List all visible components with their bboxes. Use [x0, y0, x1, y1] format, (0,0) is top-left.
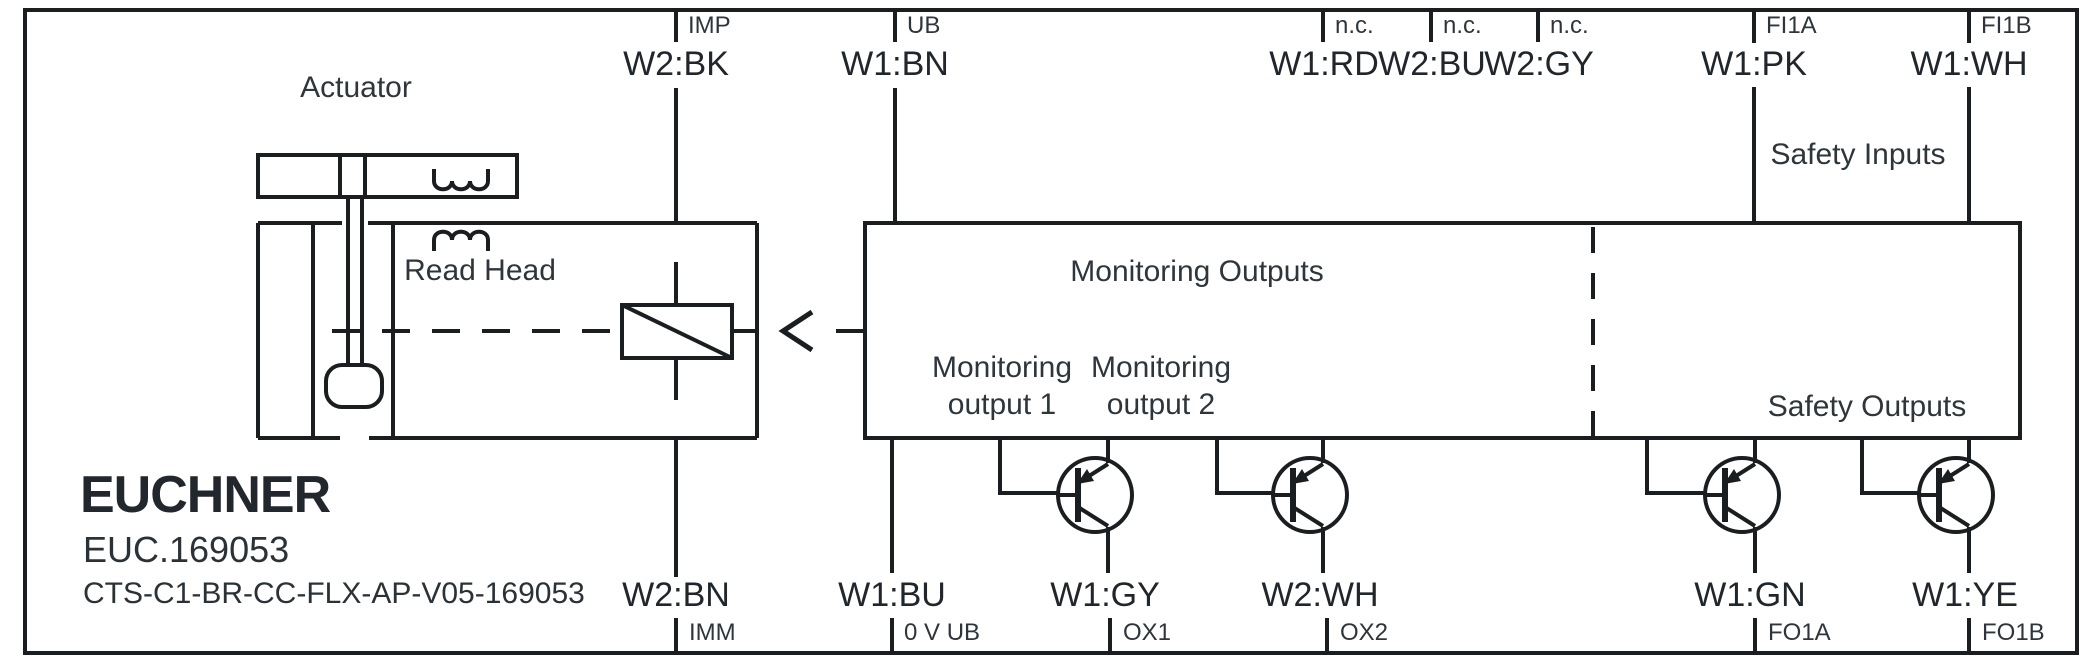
monitoring-output-1-line1: Monitoring	[931, 351, 1073, 384]
read-head-label: Read Head	[404, 254, 556, 287]
wire-label-w1bn: W1:BN	[841, 45, 949, 83]
read-head-coil-icon	[432, 229, 490, 251]
wire-label-w2bu: W2:BU	[1378, 45, 1486, 83]
monitoring-output-1-line2: output 1	[947, 388, 1057, 421]
pin-label-ox2: OX2	[1340, 619, 1389, 646]
pin-label-imm: IMM	[689, 619, 736, 646]
wire-label-w1wh: W1:WH	[1910, 45, 2028, 83]
pin-label-ub: UB	[907, 12, 941, 39]
pin-label-fi1a: FI1A	[1766, 12, 1817, 39]
wire-label-w1rd: W1:RD	[1269, 45, 1379, 83]
monitoring-output-2-line1: Monitoring	[1090, 351, 1232, 384]
monitoring-output-2-label: Monitoring output 2	[1091, 349, 1231, 423]
top-terminal-stubs	[674, 8, 1971, 43]
wire-label-w2bn: W2:BN	[622, 576, 730, 614]
pin-label-nc-3: n.c.	[1550, 12, 1589, 39]
transistor-icon-ox1	[1058, 458, 1132, 532]
safety-inputs-label: Safety Inputs	[1770, 138, 1946, 171]
order-code-label: EUC.169053	[83, 529, 290, 570]
control-box	[863, 221, 2022, 440]
monitoring-output-1-label: Monitoring output 1	[932, 349, 1072, 423]
transistor-icon-ox2	[1273, 458, 1347, 532]
pin-label-nc-1: n.c.	[1335, 12, 1374, 39]
transistor-icon-fo1b	[1919, 458, 1993, 532]
wire-label-w1pk: W1:PK	[1701, 45, 1807, 83]
pin-label-fo1a: FO1A	[1768, 619, 1831, 646]
wire-label-w1gn: W1:GN	[1694, 576, 1806, 614]
top-wires	[674, 87, 1971, 223]
type-code-label: CTS-C1-BR-CC-FLX-AP-V05-169053	[83, 577, 585, 610]
wire-label-w2bk: W2:BK	[623, 45, 729, 83]
transistor-icon-fo1a	[1705, 458, 1779, 532]
brand-logo: EUCHNER	[80, 466, 331, 524]
diagram-border	[23, 8, 2079, 655]
bottom-terminal-stubs	[674, 618, 1971, 653]
wire-label-w1bu: W1:BU	[838, 576, 946, 614]
pin-label-fi1b: FI1B	[1981, 12, 2032, 39]
bottom-wires	[674, 438, 1971, 577]
wire-label-w1ye: W1:YE	[1912, 576, 2018, 614]
actuator-coil-icon	[432, 169, 490, 192]
monitoring-outputs-label: Monitoring Outputs	[1070, 255, 1324, 288]
relay-icon	[620, 262, 757, 400]
wire-label-w2gy: W2:GY	[1484, 45, 1594, 83]
pin-label-0vub: 0 V UB	[904, 619, 981, 646]
safety-outputs-label: Safety Outputs	[1767, 390, 1967, 423]
wire-label-w1gy: W1:GY	[1050, 576, 1160, 614]
actuator-label: Actuator	[300, 71, 412, 104]
wire-label-w2wh: W2:WH	[1261, 576, 1379, 614]
monitoring-output-2-line2: output 2	[1106, 388, 1216, 421]
pin-label-fo1b: FO1B	[1982, 619, 2045, 646]
pin-label-ox1: OX1	[1123, 619, 1172, 646]
pin-label-nc-2: n.c.	[1443, 12, 1482, 39]
signal-arrow-icon	[778, 309, 865, 353]
actuator-shaft	[346, 197, 364, 366]
actuator-key	[324, 363, 384, 409]
pin-label-imp: IMP	[688, 12, 731, 39]
actuator-symbol	[256, 153, 519, 409]
